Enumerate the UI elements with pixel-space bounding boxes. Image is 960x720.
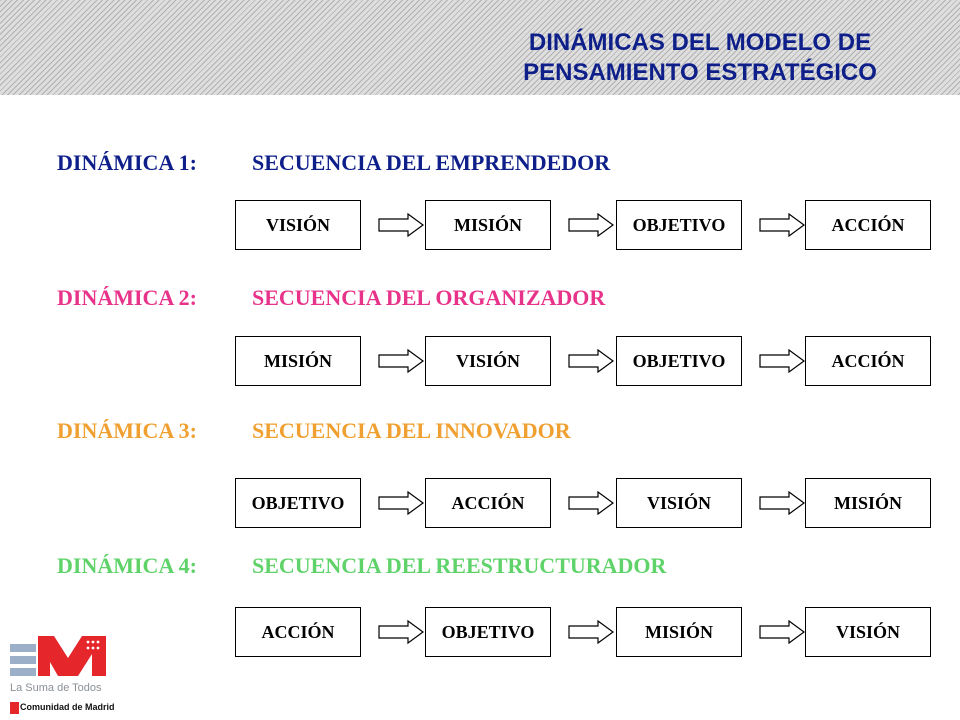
right-arrow-icon bbox=[568, 349, 614, 373]
dynamic-4-step-4: VISIÓN bbox=[805, 607, 931, 657]
dynamic-1-step-2: MISIÓN bbox=[425, 200, 551, 250]
dynamic-4-heading: DINÁMICA 4: SECUENCIA DEL REESTRUCTURADOR bbox=[57, 553, 666, 579]
dynamic-3-heading: DINÁMICA 3: SECUENCIA DEL INNOVADOR bbox=[57, 418, 571, 444]
right-arrow-icon bbox=[568, 491, 614, 515]
right-arrow-icon bbox=[378, 349, 424, 373]
dynamic-1-heading: DINÁMICA 1: SECUENCIA DEL EMPRENDEDOR bbox=[57, 150, 610, 176]
dynamic-3-step-4: MISIÓN bbox=[805, 478, 931, 528]
page-title-line-2: PENSAMIENTO ESTRATÉGICO bbox=[523, 59, 877, 86]
dynamic-4-title: SECUENCIA DEL REESTRUCTURADOR bbox=[252, 553, 667, 578]
dynamic-2-flow: MISIÓN VISIÓN OBJETIVO ACCIÓN bbox=[235, 336, 931, 386]
dynamic-4-label: DINÁMICA 4: bbox=[57, 553, 197, 578]
logo-tagline: La Suma de Todos bbox=[10, 682, 102, 694]
right-arrow-icon bbox=[759, 491, 805, 515]
dynamic-1-step-4: ACCIÓN bbox=[805, 200, 931, 250]
logo-org-name: Comunidad de Madrid bbox=[20, 702, 115, 712]
dynamic-2-heading: DINÁMICA 2: SECUENCIA DEL ORGANIZADOR bbox=[57, 285, 605, 311]
comunidad-de-madrid-logo bbox=[10, 636, 106, 714]
page-title: DINÁMICAS DEL MODELO DE PENSAMIENTO ESTR… bbox=[440, 28, 960, 88]
dynamic-1-step-1: VISIÓN bbox=[235, 200, 361, 250]
dynamic-4-flow: ACCIÓN OBJETIVO MISIÓN VISIÓN bbox=[235, 607, 931, 657]
dynamic-1-title: SECUENCIA DEL EMPRENDEDOR bbox=[252, 150, 611, 175]
right-arrow-icon bbox=[759, 349, 805, 373]
right-arrow-icon bbox=[759, 620, 805, 644]
dynamic-2-label: DINÁMICA 2: bbox=[57, 285, 197, 310]
dynamic-1-step-3: OBJETIVO bbox=[616, 200, 742, 250]
dynamic-3-title: SECUENCIA DEL INNOVADOR bbox=[252, 418, 571, 443]
dynamic-2-step-2: VISIÓN bbox=[425, 336, 551, 386]
right-arrow-icon bbox=[568, 213, 614, 237]
dynamic-3-step-1: OBJETIVO bbox=[235, 478, 361, 528]
dynamic-3-label: DINÁMICA 3: bbox=[57, 418, 197, 443]
dynamic-2-step-4: ACCIÓN bbox=[805, 336, 931, 386]
dynamic-4-step-1: ACCIÓN bbox=[235, 607, 361, 657]
right-arrow-icon bbox=[568, 620, 614, 644]
right-arrow-icon bbox=[378, 213, 424, 237]
dynamic-3-step-2: ACCIÓN bbox=[425, 478, 551, 528]
dynamic-3-flow: OBJETIVO ACCIÓN VISIÓN MISIÓN bbox=[235, 478, 931, 528]
right-arrow-icon bbox=[759, 213, 805, 237]
dynamic-4-step-2: OBJETIVO bbox=[425, 607, 551, 657]
dynamic-2-step-1: MISIÓN bbox=[235, 336, 361, 386]
right-arrow-icon bbox=[378, 491, 424, 515]
dynamic-1-label: DINÁMICA 1: bbox=[57, 150, 197, 175]
dynamic-3-step-3: VISIÓN bbox=[616, 478, 742, 528]
dynamic-1-flow: VISIÓN MISIÓN OBJETIVO ACCIÓN bbox=[235, 200, 931, 250]
right-arrow-icon bbox=[378, 620, 424, 644]
header-band bbox=[0, 0, 960, 95]
page-title-line-1: DINÁMICAS DEL MODELO DE bbox=[528, 29, 872, 56]
dynamic-2-title: SECUENCIA DEL ORGANIZADOR bbox=[252, 285, 606, 310]
dynamic-2-step-3: OBJETIVO bbox=[616, 336, 742, 386]
dynamic-4-step-3: MISIÓN bbox=[616, 607, 742, 657]
